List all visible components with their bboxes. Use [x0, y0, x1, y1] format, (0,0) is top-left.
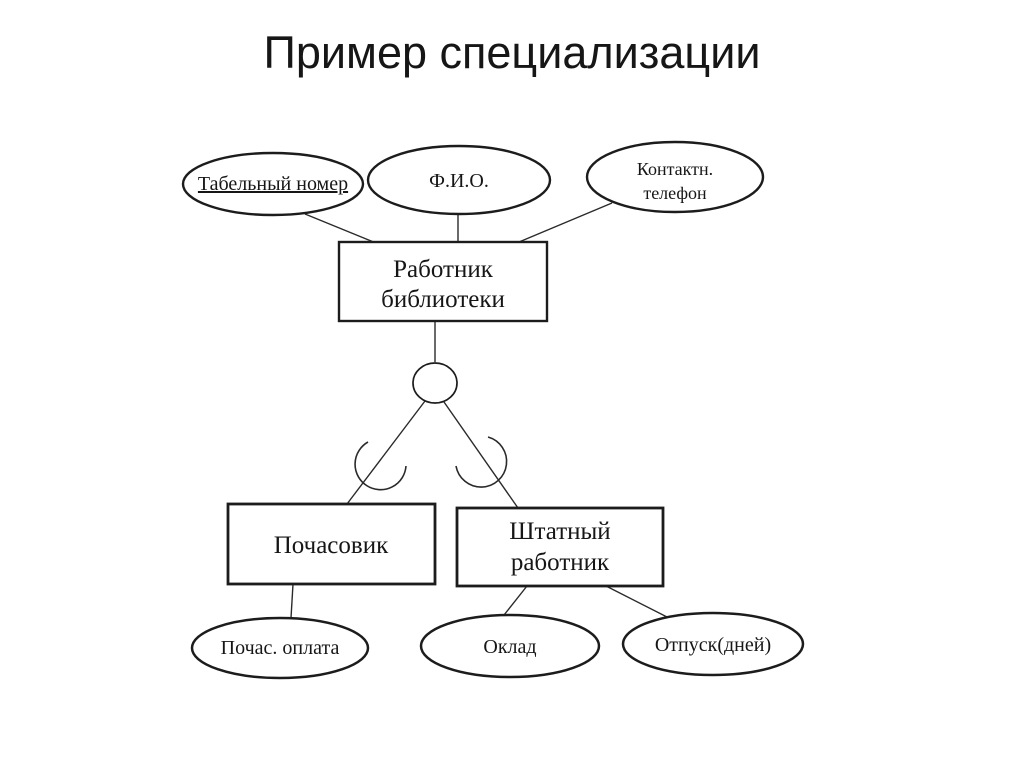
subclass-box-shtatny-rabotnik: [455, 506, 665, 588]
slide-title: Пример специализации: [264, 27, 761, 78]
edge-circle-to-shtatny: [443, 401, 519, 509]
attribute-label-kontaktny-line2: телефон: [643, 183, 707, 203]
attribute-ellipse-fio: [366, 144, 552, 216]
edge-telefon-to-entity: [518, 202, 613, 243]
edge-shtatny-to-otpusk: [605, 585, 670, 619]
attribute-label-oklad: Оклад: [483, 636, 536, 658]
edge-pochasovik-to-oplata: [290, 583, 294, 619]
attribute-label-kontaktny-line1: Контактн.: [637, 159, 713, 179]
edge-circle-to-pochasovik: [346, 400, 426, 505]
entity-label-line1: Работник: [393, 256, 494, 283]
attribute-label-pochas-oplata: Почас. оплата: [221, 637, 340, 659]
edge-tabelny-to-entity: [304, 213, 377, 244]
attribute-label-fio: Ф.И.О.: [429, 170, 489, 192]
attribute-label-tabelny-nomer: Табельный номер: [198, 173, 348, 195]
attribute-ellipse-tabelny-nomer: [181, 151, 365, 217]
attribute-ellipse-pochas-oplata: [190, 616, 370, 680]
subset-arc-right: [455, 436, 508, 488]
subclass-label-pochasovik: Почасовик: [274, 532, 389, 559]
subclass-box-pochasovik: [226, 502, 437, 586]
attribute-ellipse-kontaktny-telefon: [585, 140, 765, 214]
attribute-ellipse-otpusk: [621, 611, 805, 677]
edge-shtatny-to-oklad: [503, 585, 528, 616]
subset-arc-left: [354, 441, 407, 491]
entity-label-line2: библиотеки: [381, 286, 505, 313]
attribute-label-otpusk: Отпуск(дней): [655, 634, 771, 656]
subclass-label-shtatny-line2: работник: [511, 549, 610, 576]
subclass-label-shtatny-line1: Штатный: [509, 518, 610, 545]
attribute-ellipse-oklad: [419, 613, 601, 679]
entity-box-rabotnik-biblioteki: [337, 240, 549, 323]
specialization-circle: [412, 362, 458, 404]
